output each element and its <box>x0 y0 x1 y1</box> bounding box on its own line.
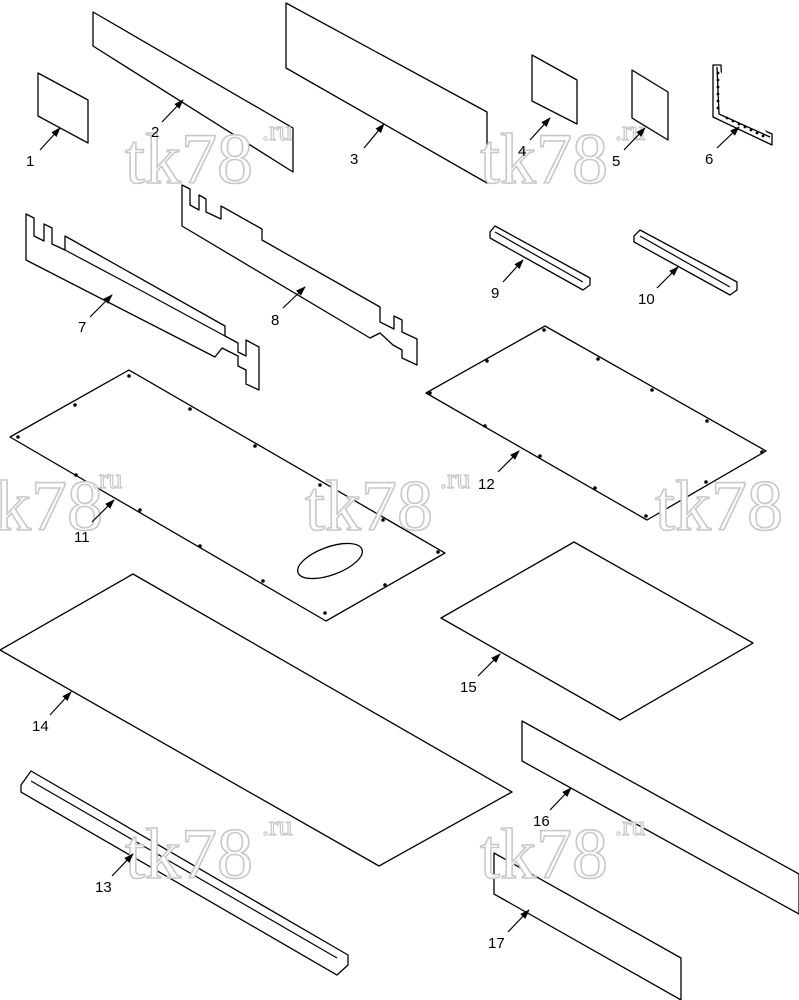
svg-text:tk78: tk78 <box>0 466 103 546</box>
watermark-suffix-6: .ru <box>262 811 292 842</box>
part-4-plate <box>531 54 578 125</box>
callout-8: 8 <box>271 312 279 329</box>
svg-text:tk78: tk78 <box>480 119 608 199</box>
leader-arrows <box>39 99 740 933</box>
part-13-long-angle <box>20 770 349 976</box>
part-15-sheet <box>440 541 754 721</box>
callout-15: 15 <box>460 679 477 696</box>
callout-16: 16 <box>533 813 550 830</box>
svg-text:.ru: .ru <box>92 464 122 495</box>
part-11-base-plate <box>9 369 446 622</box>
callout-5: 5 <box>612 153 620 170</box>
part-8-notched-panel <box>181 184 418 366</box>
watermark-suffix-2: .ru <box>615 116 645 147</box>
callout-10: 10 <box>638 291 655 308</box>
part-10-angle <box>633 229 738 296</box>
part-16-panel <box>521 720 799 915</box>
svg-text:tk78: tk78 <box>655 466 783 546</box>
watermark-suffix-3: .ru <box>92 464 122 495</box>
callout-9: 9 <box>491 285 499 302</box>
part-14-large-sheet <box>0 573 513 867</box>
part-3-panel <box>285 2 488 184</box>
watermark-suffix-7: .ru <box>615 811 645 842</box>
part-7-notched-panel <box>25 213 260 391</box>
callout-17: 17 <box>488 935 505 952</box>
watermark-suffix-1: .ru <box>262 116 292 147</box>
callout-2: 2 <box>151 124 159 141</box>
svg-text:.ru: .ru <box>440 464 470 495</box>
callout-4: 4 <box>518 143 526 160</box>
part-7-curve-line <box>64 249 226 337</box>
watermark-main-3: tk78 <box>0 466 103 546</box>
svg-text:.ru: .ru <box>615 116 645 147</box>
svg-text:.ru: .ru <box>262 116 292 147</box>
callout-1: 1 <box>26 153 34 170</box>
part-1-plate <box>37 72 89 144</box>
watermark-group: tk78 .ru tk78 .ru tk78 .ru tk78 .ru tk78… <box>0 115 784 894</box>
callout-labels: 1 2 3 4 5 6 7 8 9 10 11 12 13 14 15 16 1… <box>26 124 713 952</box>
callout-14: 14 <box>32 718 49 735</box>
svg-text:.ru: .ru <box>615 811 645 842</box>
svg-text:tk78: tk78 <box>305 466 433 546</box>
part-9-angle <box>489 225 591 291</box>
watermark-main-2: tk78 <box>480 119 608 199</box>
callout-13: 13 <box>95 879 112 896</box>
part-12-plate <box>425 325 767 521</box>
callout-12: 12 <box>478 476 495 493</box>
part-17-panel <box>493 852 682 1000</box>
watermark-main-7: tk78 <box>480 814 608 894</box>
callout-11: 11 <box>74 529 90 546</box>
svg-text:.ru: .ru <box>262 811 292 842</box>
svg-text:tk78: tk78 <box>125 119 253 199</box>
watermark-main-4: tk78 <box>305 466 433 546</box>
callout-7: 7 <box>78 319 86 336</box>
callout-3: 3 <box>350 151 358 168</box>
callout-6: 6 <box>705 151 713 168</box>
watermark-suffix-4: .ru <box>440 464 470 495</box>
part-2-panel <box>92 11 294 173</box>
part-6-angle-bracket <box>712 64 773 146</box>
watermark-main-6: tk78 <box>125 814 253 894</box>
part-5-plate <box>631 69 669 141</box>
watermark-main-1: tk78 <box>125 119 253 199</box>
svg-text:tk78: tk78 <box>125 814 253 894</box>
svg-text:tk78: tk78 <box>480 814 608 894</box>
watermark-main-5: tk78 <box>655 466 783 546</box>
